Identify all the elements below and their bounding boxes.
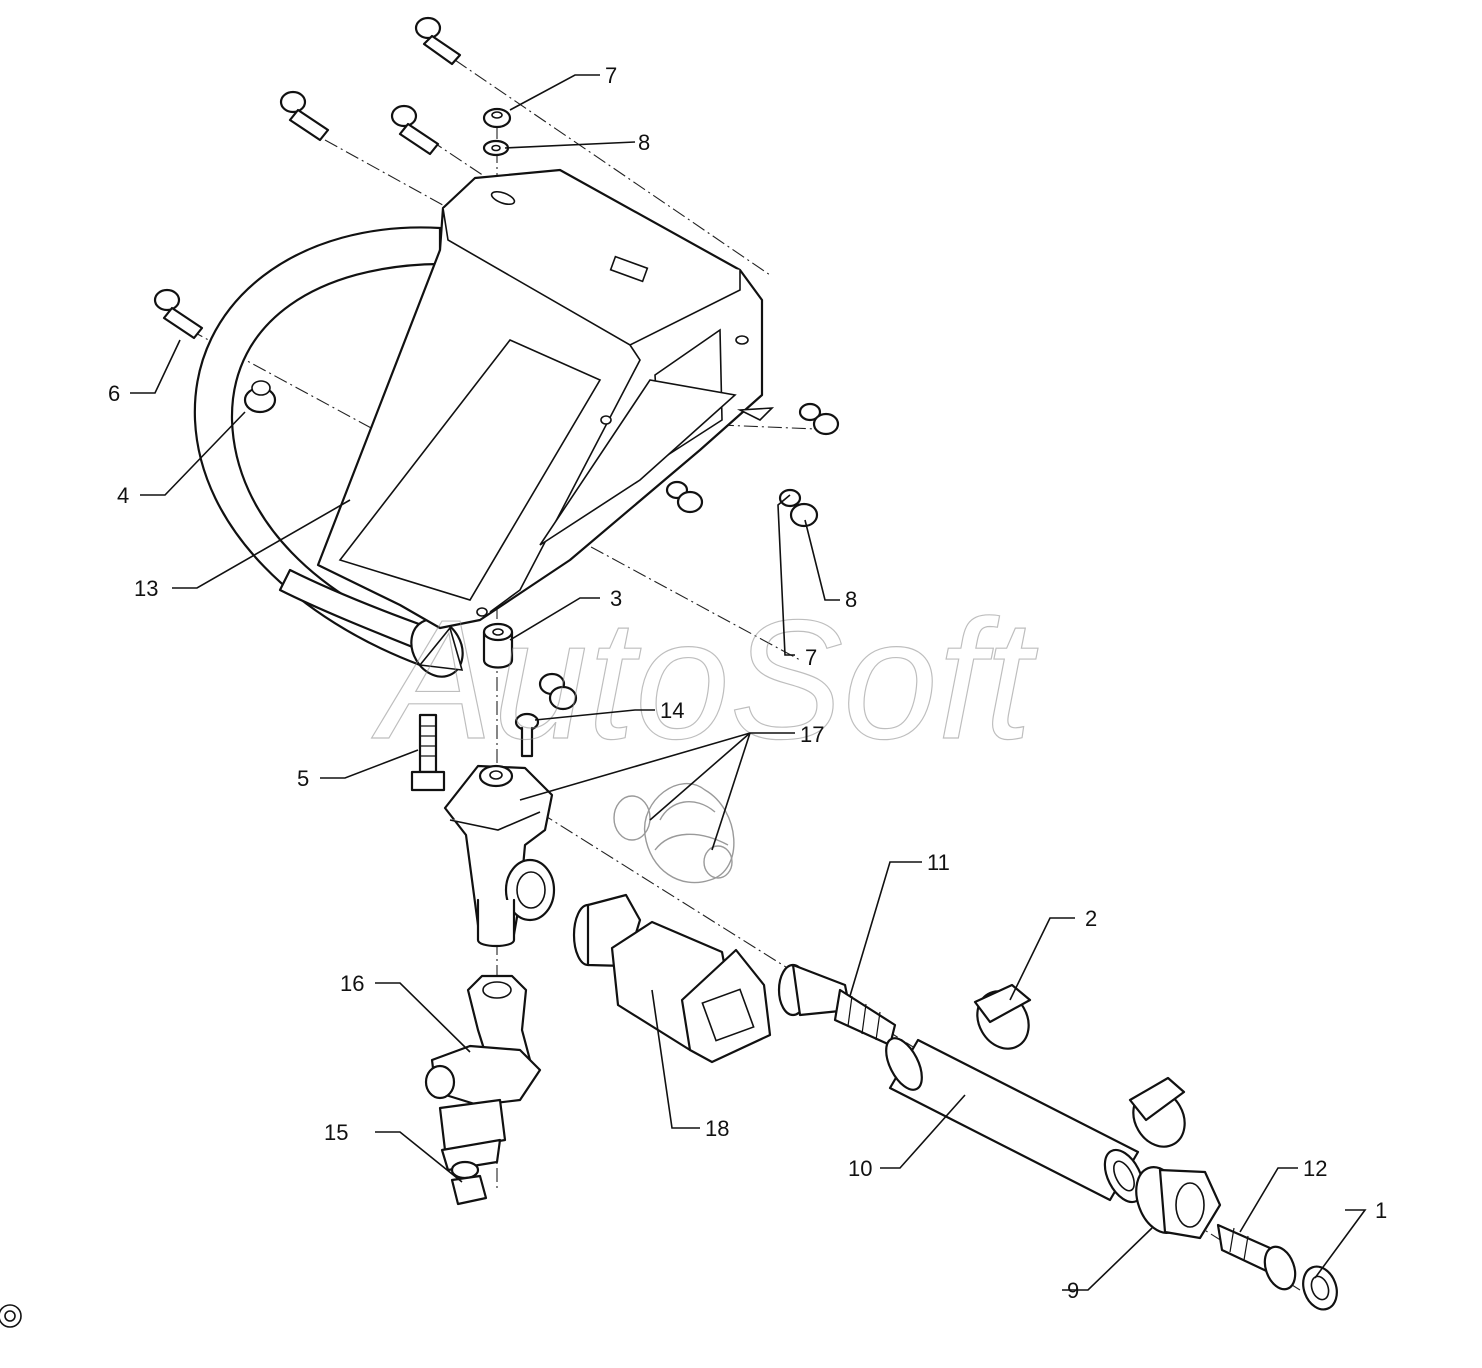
leader-lines	[130, 74, 1367, 1291]
callout-8-top: 8	[638, 130, 650, 155]
callout-3: 3	[610, 586, 622, 611]
hose-connector-11	[777, 963, 897, 1047]
bolt-6	[153, 288, 204, 340]
callout-9: 9	[1067, 1278, 1079, 1303]
callout-5: 5	[297, 766, 309, 791]
hose-clamp-2-lower	[1128, 1076, 1186, 1148]
callout-13: 13	[134, 576, 158, 601]
bolt-top	[414, 16, 462, 66]
hose-insert-12	[1216, 1223, 1297, 1291]
callout-labels: 1 2 3 4 5 6 7 7 8 8 9 10 11 12 13 14 15 …	[108, 63, 1387, 1303]
callout-6: 6	[108, 381, 120, 406]
hose-10	[885, 1037, 1145, 1204]
washer-8-top	[482, 139, 510, 157]
main-bracket	[316, 168, 775, 630]
union-nut-9	[1135, 1166, 1222, 1240]
callout-18: 18	[705, 1116, 729, 1141]
callout-4: 4	[117, 483, 129, 508]
nut-washer-right-middle	[665, 480, 704, 514]
nut-7-top	[482, 107, 512, 129]
callout-15: 15	[324, 1120, 348, 1145]
watermark: AutoSoft	[371, 585, 1039, 775]
callout-7-top: 7	[605, 63, 617, 88]
callout-12: 12	[1303, 1156, 1327, 1181]
screw-14	[514, 712, 540, 758]
callout-7-lower: 7	[805, 645, 817, 670]
callout-17: 17	[800, 722, 824, 747]
guard-hoop	[193, 226, 464, 678]
callout-14: 14	[660, 698, 684, 723]
callout-8-lower: 8	[845, 587, 857, 612]
nozzle-tip-15	[450, 1160, 488, 1206]
bolts	[153, 16, 462, 340]
nut-washer-right-upper	[798, 402, 840, 436]
filter-17	[613, 783, 735, 884]
corner-emblem	[0, 1304, 22, 1328]
nut-washer-8-7-lower	[778, 488, 819, 528]
callout-16: 16	[340, 971, 364, 996]
nozzle-body	[443, 764, 556, 948]
washer-1	[1302, 1265, 1338, 1311]
callout-10: 10	[848, 1156, 872, 1181]
bolt-left-upper	[279, 90, 330, 142]
bolt-5	[410, 713, 446, 792]
spacer-3	[482, 622, 514, 669]
bolt-center-upper	[390, 104, 440, 156]
nozzle-holder-18	[572, 893, 772, 1064]
callout-2: 2	[1085, 906, 1097, 931]
callout-11: 11	[927, 850, 950, 875]
callout-1: 1	[1375, 1198, 1387, 1223]
hose-clamp-2-upper	[973, 983, 1032, 1050]
nut-lower	[538, 672, 578, 711]
tee-fitting-16	[424, 974, 542, 1172]
grommet-4	[243, 380, 277, 414]
